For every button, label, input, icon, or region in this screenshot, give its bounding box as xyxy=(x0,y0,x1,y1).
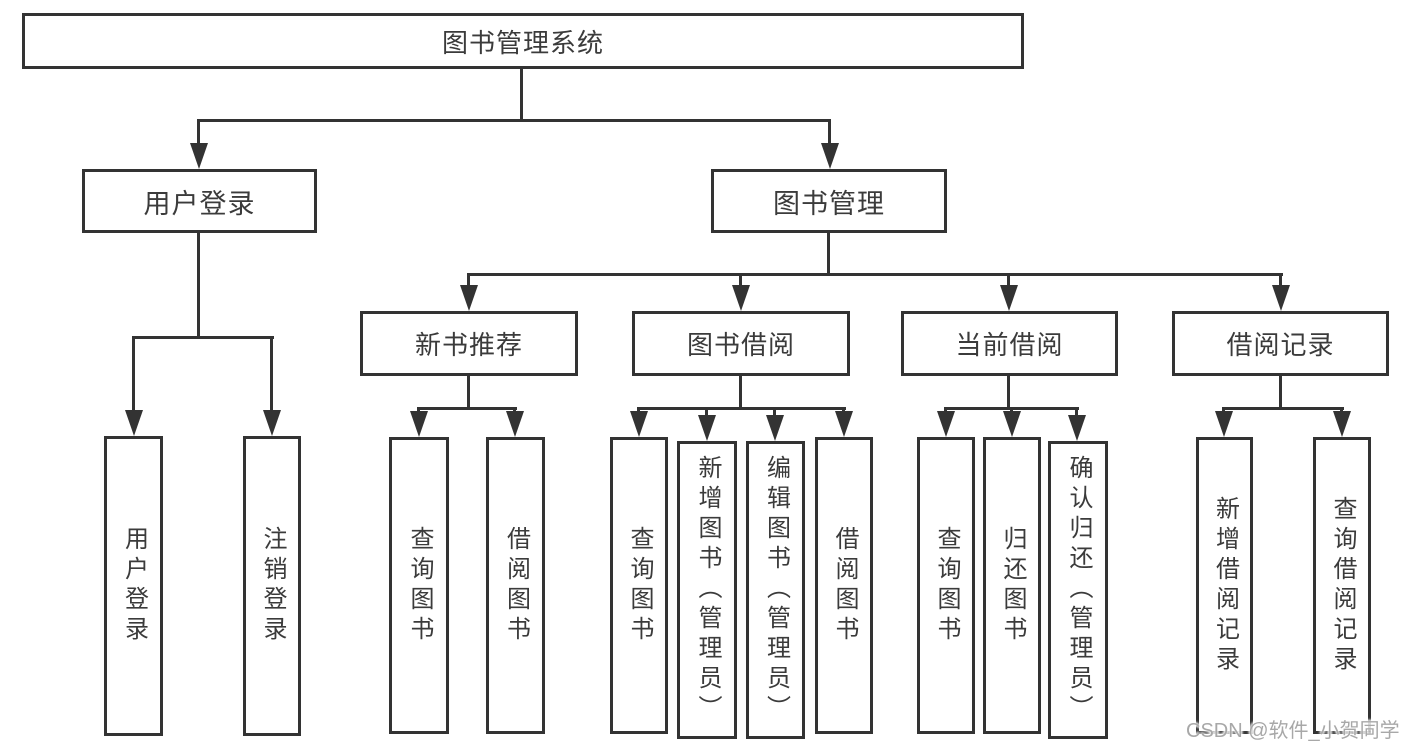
node-leaf-query-book-2: 查询图书 xyxy=(610,437,668,734)
arrowhead xyxy=(1272,285,1290,311)
arrowhead xyxy=(1068,415,1086,441)
connector-line xyxy=(705,407,708,421)
node-leaf-return-book: 归还图书 xyxy=(983,437,1041,734)
node-label: 编辑图书（管理员） xyxy=(762,455,790,725)
connector-line xyxy=(1279,376,1282,410)
node-label: 当前借阅 xyxy=(955,330,1064,360)
arrowhead xyxy=(766,415,784,441)
arrowhead xyxy=(190,143,208,169)
arrowhead xyxy=(937,411,955,437)
connector-line xyxy=(1222,407,1344,410)
csdn-watermark: CSDN @软件_小贺同学 xyxy=(1186,720,1400,742)
arrowhead xyxy=(1003,411,1021,437)
node-user-login: 用户登录 xyxy=(82,169,317,233)
node-label: 用户登录 xyxy=(143,188,256,219)
node-label: 新增借阅记录 xyxy=(1211,495,1239,676)
connector-line xyxy=(467,273,1283,276)
node-book-borrow: 图书借阅 xyxy=(632,311,850,376)
arrowhead xyxy=(630,411,648,437)
connector-line xyxy=(1007,376,1010,410)
node-leaf-query-book-1: 查询图书 xyxy=(389,437,449,734)
node-label: 新书推荐 xyxy=(414,330,523,360)
node-leaf-add-borrow-record: 新增借阅记录 xyxy=(1196,437,1253,734)
node-leaf-edit-book-admin: 编辑图书（管理员） xyxy=(746,441,805,739)
arrowhead xyxy=(460,285,478,311)
connector-line xyxy=(827,233,830,276)
arrowhead xyxy=(410,411,428,437)
node-label: 图书管理系统 xyxy=(441,27,604,58)
connector-line xyxy=(197,233,200,339)
connector-line xyxy=(467,376,470,410)
node-leaf-query-borrow-record: 查询借阅记录 xyxy=(1313,437,1371,734)
connector-line xyxy=(828,119,831,151)
arrowhead xyxy=(835,411,853,437)
node-label: 借阅图书 xyxy=(831,525,858,646)
connector-line xyxy=(1279,273,1282,291)
node-new-book-recommend: 新书推荐 xyxy=(360,311,578,376)
connector-line xyxy=(1075,407,1078,421)
node-leaf-query-book-3: 查询图书 xyxy=(917,437,975,734)
arrowhead xyxy=(732,285,750,311)
connector-line xyxy=(739,376,742,410)
node-label: 查询图书 xyxy=(626,525,653,646)
node-label: 注销登录 xyxy=(259,526,286,646)
node-label: 查询图书 xyxy=(406,525,433,646)
node-label: 确认归还（管理员） xyxy=(1065,455,1092,725)
node-borrow-records: 借阅记录 xyxy=(1172,311,1389,376)
node-label: 查询图书 xyxy=(933,525,960,646)
node-label: 借阅图书 xyxy=(502,525,530,646)
arrowhead xyxy=(1000,285,1018,311)
node-book-management: 图书管理 xyxy=(711,169,947,233)
connector-line xyxy=(773,407,776,421)
arrowhead xyxy=(125,410,143,436)
node-label: 查询借阅记录 xyxy=(1329,495,1356,676)
connector-line xyxy=(197,119,831,122)
connector-line xyxy=(467,273,470,291)
node-label: 图书借阅 xyxy=(686,330,795,360)
arrowhead xyxy=(821,143,839,169)
arrowhead xyxy=(263,410,281,436)
node-leaf-confirm-return-admin: 确认归还（管理员） xyxy=(1048,441,1108,739)
connector-line xyxy=(270,336,273,416)
connector-line xyxy=(1007,273,1010,291)
node-leaf-add-book-admin: 新增图书（管理员） xyxy=(677,441,737,739)
connector-line xyxy=(132,336,135,416)
arrowhead xyxy=(698,415,716,441)
node-label: 用户登录 xyxy=(120,526,148,646)
node-label: 借阅记录 xyxy=(1226,330,1335,360)
connector-line xyxy=(417,407,517,410)
arrowhead xyxy=(1215,411,1233,437)
node-leaf-user-login: 用户登录 xyxy=(104,436,163,736)
node-leaf-borrow-book-1: 借阅图书 xyxy=(486,437,545,734)
node-current-borrow: 当前借阅 xyxy=(901,311,1118,376)
connector-line xyxy=(520,67,523,120)
node-leaf-logout: 注销登录 xyxy=(243,436,301,736)
node-label: 归还图书 xyxy=(999,525,1026,646)
arrowhead xyxy=(1333,411,1351,437)
connector-line xyxy=(637,407,846,410)
connector-line xyxy=(197,119,200,151)
arrowhead xyxy=(506,411,524,437)
connector-line xyxy=(739,273,742,291)
node-label: 图书管理 xyxy=(773,188,885,219)
node-leaf-borrow-book-2: 借阅图书 xyxy=(815,437,873,734)
connector-line xyxy=(132,336,274,339)
node-label: 新增图书（管理员） xyxy=(694,455,721,725)
node-library-system-root: 图书管理系统 xyxy=(22,13,1024,69)
